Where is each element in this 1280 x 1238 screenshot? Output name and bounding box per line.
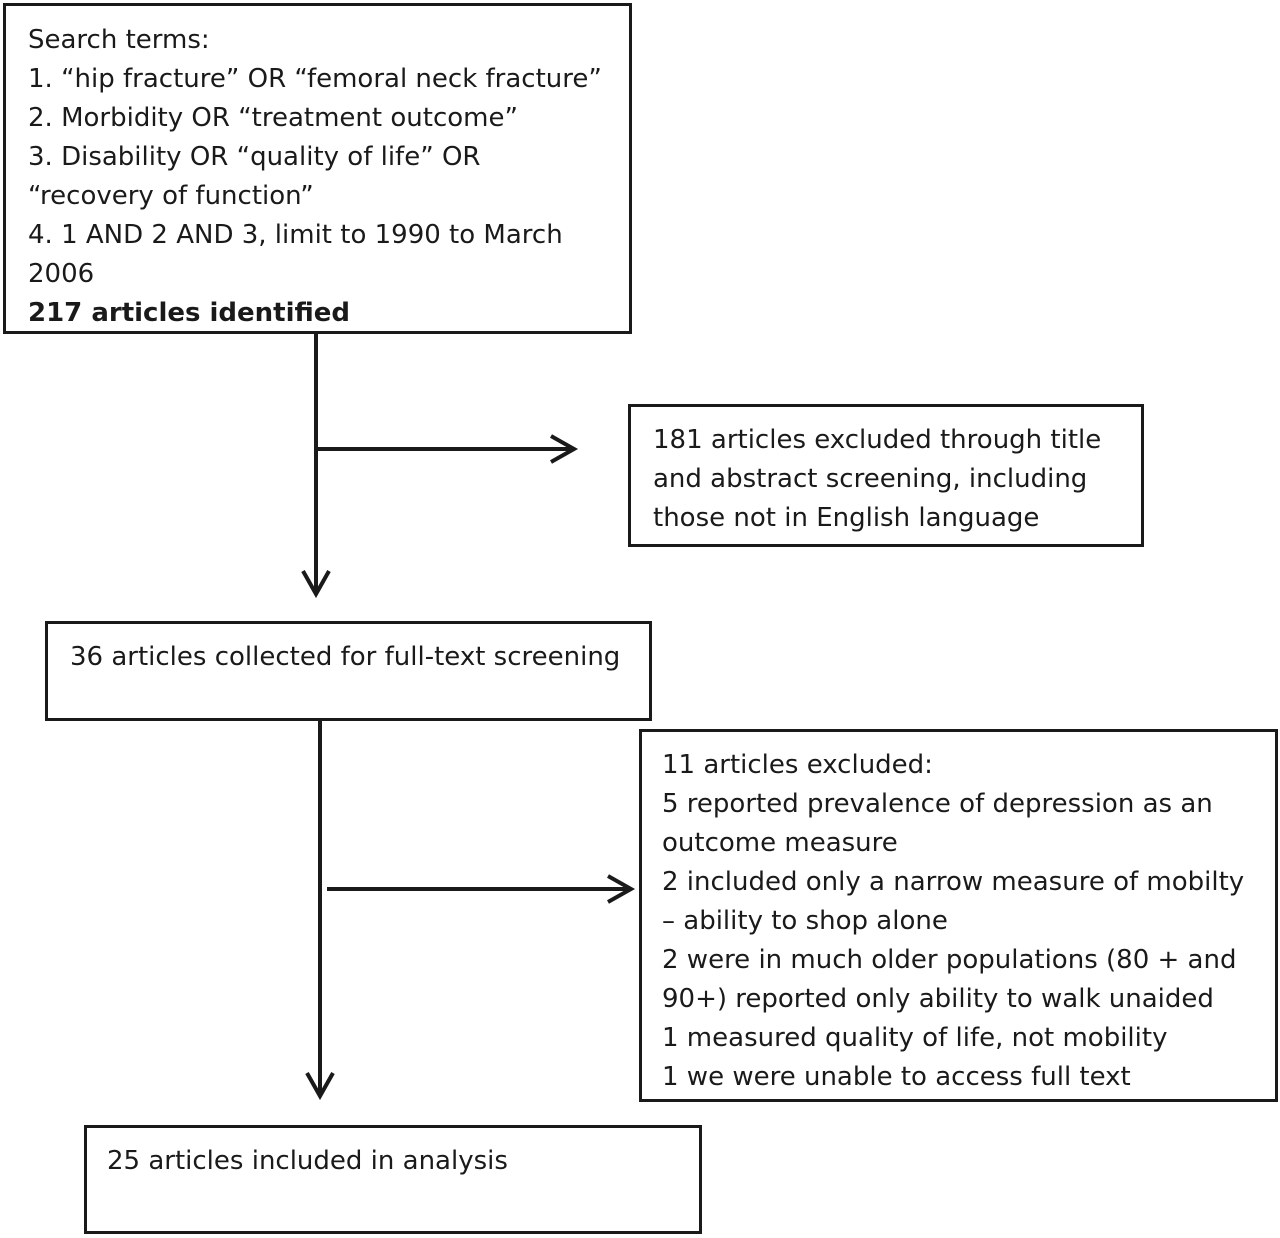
- search-term-4-continued: 2006: [28, 259, 95, 289]
- exclusion-1-line-2: and abstract screening, including: [653, 464, 1088, 494]
- exclusion-2-heading: 11 articles excluded:: [662, 750, 933, 780]
- search-term-2: 2. Morbidity OR “treatment outcome”: [28, 103, 518, 133]
- full-text-screening-label: 36 articles collected for full-text scre…: [70, 642, 621, 672]
- full-text-exclusion-box: 11 articles excluded: 5 reported prevale…: [639, 729, 1278, 1102]
- arrowhead-down-included: [305, 1072, 335, 1101]
- search-terms-box: Search terms: 1. “hip fracture” OR “femo…: [3, 3, 632, 334]
- exclusion-2-line-3: 2 included only a narrow measure of mobi…: [662, 867, 1245, 897]
- search-term-3-continued: “recovery of function”: [28, 181, 314, 211]
- exclusion-2-line-7: 1 measured quality of life, not mobility: [662, 1023, 1168, 1053]
- full-text-screening-box: 36 articles collected for full-text scre…: [45, 621, 652, 721]
- exclusion-1-line-3: those not in English language: [653, 503, 1040, 533]
- exclusion-2-line-4: – ability to shop alone: [662, 906, 948, 936]
- search-term-4: 4. 1 AND 2 AND 3, limit to 1990 to March: [28, 220, 563, 250]
- title-abstract-exclusion-box: 181 articles excluded through title and …: [628, 404, 1144, 547]
- search-terms-heading: Search terms:: [28, 25, 210, 55]
- arrowhead-down-fulltext: [301, 570, 331, 599]
- exclusion-2-line-6: 90+) reported only ability to walk unaid…: [662, 984, 1214, 1014]
- search-term-1: 1. “hip fracture” OR “femoral neck fract…: [28, 64, 602, 94]
- articles-identified-count: 217 articles identified: [28, 298, 351, 328]
- exclusion-1-line-1: 181 articles excluded through title: [653, 425, 1102, 455]
- exclusion-2-line-1: 5 reported prevalence of depression as a…: [662, 789, 1213, 819]
- exclusion-2-line-8: 1 we were unable to access full text: [662, 1062, 1131, 1092]
- exclusion-2-line-5: 2 were in much older populations (80 + a…: [662, 945, 1237, 975]
- exclusion-2-line-2: outcome measure: [662, 828, 898, 858]
- included-in-analysis-label: 25 articles included in analysis: [107, 1146, 508, 1176]
- arrowhead-right-exclusion-1: [550, 434, 579, 464]
- search-term-3: 3. Disability OR “quality of life” OR: [28, 142, 481, 172]
- included-in-analysis-box: 25 articles included in analysis: [84, 1125, 702, 1234]
- arrowhead-right-exclusion-2: [607, 874, 636, 904]
